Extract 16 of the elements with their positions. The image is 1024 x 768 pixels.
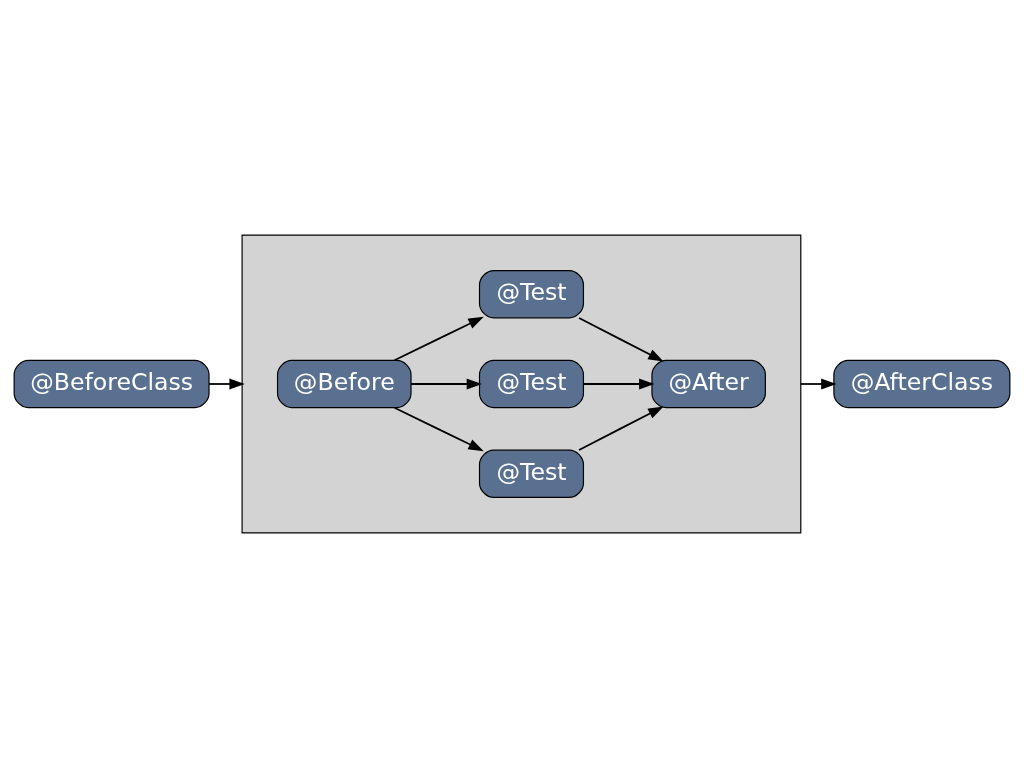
arrow	[799, 378, 837, 390]
node-box: @Before	[276, 359, 412, 409]
arrow	[208, 378, 245, 390]
arrow	[578, 317, 664, 362]
node-box: @Test	[478, 270, 585, 319]
arrow	[578, 406, 664, 451]
arrow	[410, 378, 483, 390]
node-box: @After	[651, 359, 766, 409]
node-box: @Test	[478, 449, 585, 498]
arrow	[582, 378, 655, 390]
cluster	[241, 234, 802, 534]
arrow	[393, 316, 484, 362]
node-box: @Test	[478, 359, 585, 409]
arrow	[393, 406, 484, 452]
node-box: @AfterClass	[833, 359, 1011, 409]
node-box: @BeforeClass	[13, 359, 210, 409]
